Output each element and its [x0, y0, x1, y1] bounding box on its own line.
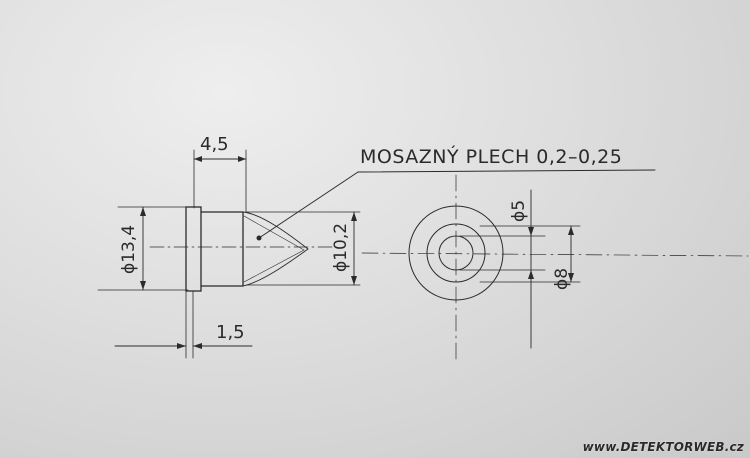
- dim-label-top-length: 4,5: [200, 134, 229, 155]
- arrow-102-bottom: [351, 276, 357, 285]
- arrow-4-5-right: [238, 156, 246, 162]
- arrow-134-top: [140, 207, 146, 216]
- note-leader-line: [258, 171, 359, 239]
- center-line-horizontal: [361, 252, 749, 257]
- arrow-4-5-left: [194, 156, 202, 162]
- arrow-5-bottom: [528, 270, 534, 279]
- cone-hatch-1: [243, 215, 305, 251]
- arrow-134-bottom: [140, 281, 146, 290]
- arrow-15-right: [193, 343, 202, 349]
- watermark-text: www.DETEKTORWEB.cz: [582, 440, 744, 454]
- body-outline: [200, 211, 244, 287]
- arrow-102-top: [351, 212, 357, 221]
- flange-outline: [185, 206, 202, 292]
- dim-label-cone-diameter: ϕ10,2: [331, 223, 351, 272]
- arrow-15-left: [177, 343, 186, 349]
- cone-outline: [242, 211, 309, 287]
- dim-label-inner-large: ϕ8: [552, 268, 572, 290]
- dim-label-inner-small: ϕ5: [509, 200, 529, 222]
- arrow-8-bottom: [568, 273, 574, 282]
- dim-label-outer-diameter: ϕ13,4: [119, 225, 139, 274]
- arrow-5-top: [528, 227, 534, 236]
- arrow-8-top: [568, 226, 574, 235]
- dim-label-flange-thickness: 1,5: [216, 322, 245, 343]
- cone-hatch-2: [243, 249, 305, 283]
- note-material: MOSAZNÝ PLECH 0,2–0,25: [360, 145, 622, 168]
- note-underline: [357, 169, 656, 173]
